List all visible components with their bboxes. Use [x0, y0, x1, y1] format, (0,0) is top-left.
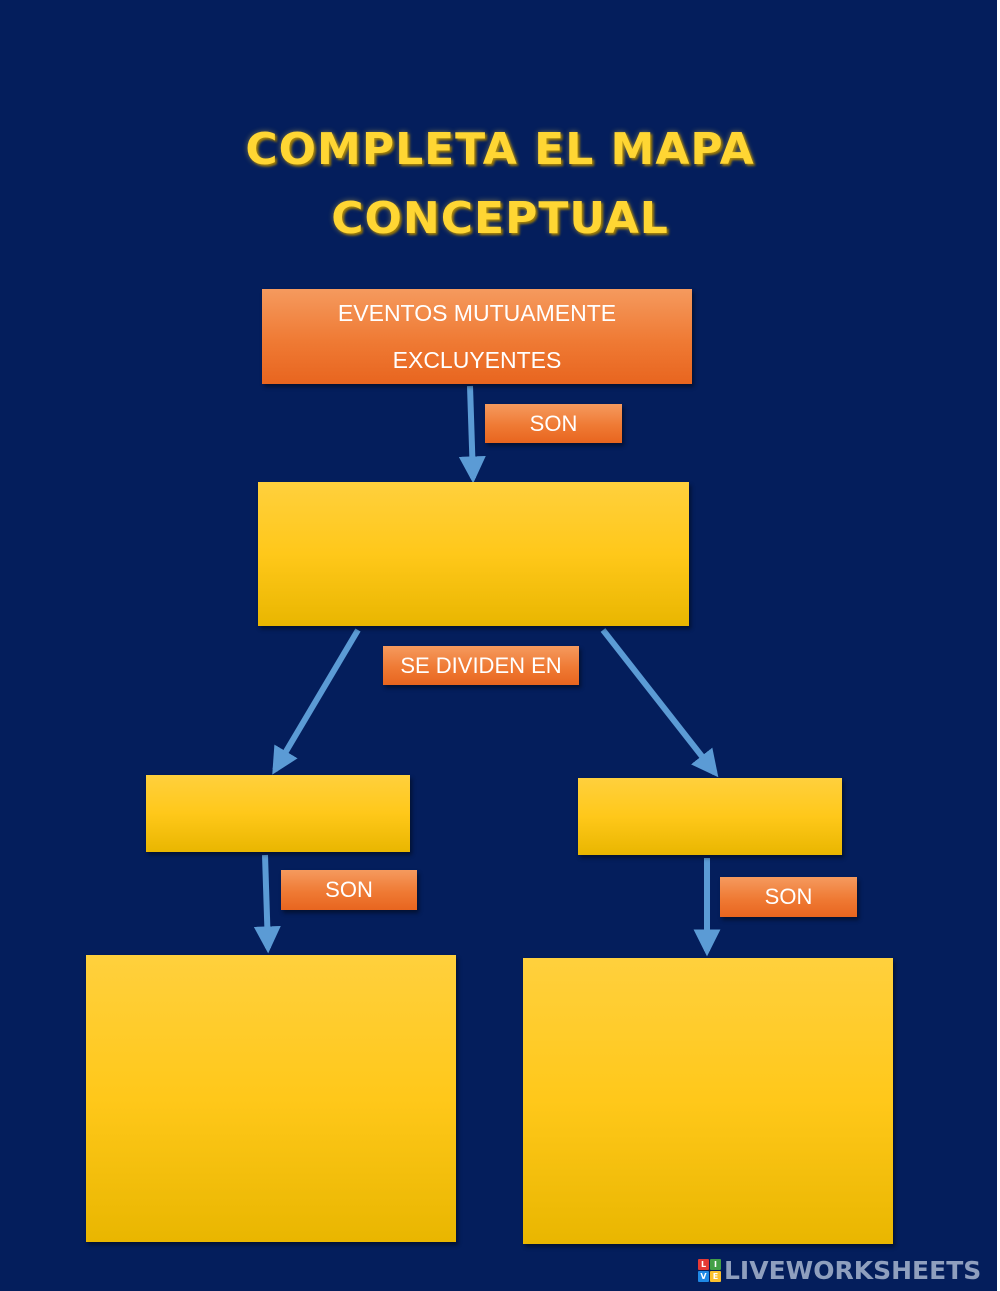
root-concept-line-2: EXCLUYENTES: [392, 346, 562, 373]
logo-letter-l: L: [698, 1258, 709, 1270]
watermark-text: LIVEWORKSHEETS: [724, 1255, 982, 1285]
connector-label-son-2: SON: [281, 870, 417, 910]
answer-box-left-small[interactable]: [146, 775, 410, 852]
page-title-line-1: COMPLETA EL MAPA: [245, 124, 755, 175]
logo-letter-v: V: [698, 1270, 709, 1282]
connector-label-son-1: SON: [485, 404, 622, 443]
arrow-root-to-center: [458, 385, 486, 484]
answer-box-center[interactable]: [258, 482, 689, 626]
logo-letter-i: I: [710, 1258, 721, 1270]
root-concept-box: EVENTOS MUTUAMENTE EXCLUYENTES: [262, 289, 692, 384]
connector-label-se-dividen: SE DIVIDEN EN: [383, 646, 579, 685]
answer-box-right-small[interactable]: [578, 778, 842, 855]
liveworksheets-watermark: L I V E LIVEWORKSHEETS: [698, 1255, 981, 1285]
root-concept-line-1: EVENTOS MUTUAMENTE: [337, 299, 617, 326]
arrow-center-to-right: [600, 628, 719, 778]
connector-label-son-3: SON: [720, 877, 857, 917]
arrow-center-to-left: [272, 628, 361, 775]
liveworksheets-logo-icon: L I V E: [698, 1258, 721, 1282]
answer-box-left-large[interactable]: [86, 955, 456, 1242]
page-title-line-2: CONCEPTUAL: [331, 193, 669, 244]
arrow-left-small-to-large: [253, 854, 281, 954]
logo-letter-e: E: [710, 1270, 721, 1282]
answer-box-right-large[interactable]: [523, 958, 893, 1244]
